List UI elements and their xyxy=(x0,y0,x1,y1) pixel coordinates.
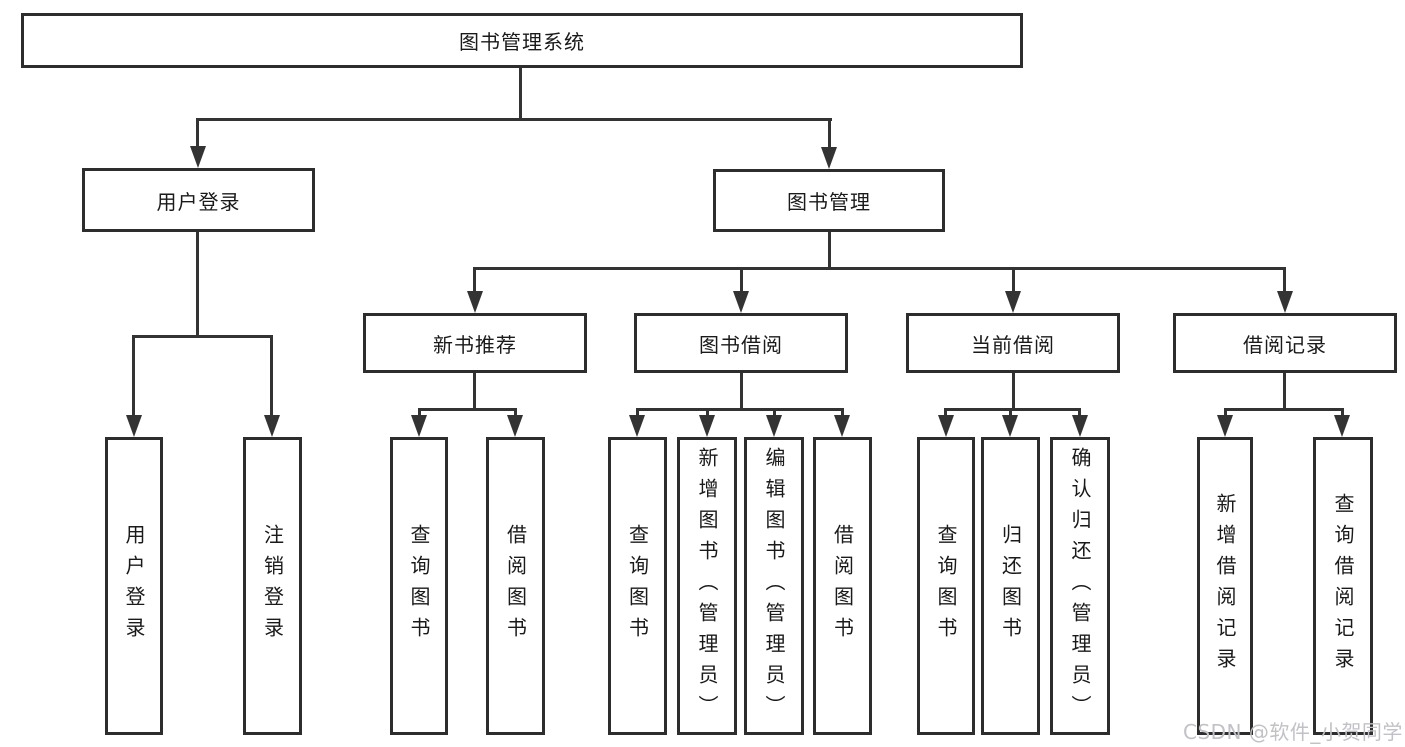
connector-line xyxy=(473,373,476,411)
connector-line xyxy=(1341,408,1344,417)
connector-line xyxy=(514,408,517,417)
connector-line xyxy=(196,118,199,148)
connector-line xyxy=(418,408,517,411)
connector-line xyxy=(706,408,709,417)
leaf-query-borrow-record: 查询借阅记录 xyxy=(1313,437,1373,735)
arrow-down-icon xyxy=(629,415,645,437)
connector-line xyxy=(473,267,1286,270)
leaf-label: 查询图书 xyxy=(407,524,431,648)
arrow-down-icon xyxy=(411,415,427,437)
connector-line xyxy=(196,232,199,338)
connector-line xyxy=(418,408,421,417)
leaf-edit-books-admin: 编辑图书（管理员） xyxy=(744,437,804,735)
csdn-watermark: CSDN @软件_小贺同学 xyxy=(1183,720,1403,744)
arrow-down-icon xyxy=(766,415,782,437)
connector-line xyxy=(132,335,135,417)
arrow-down-icon xyxy=(1334,415,1350,437)
leaf-label: 注销登录 xyxy=(260,524,285,648)
leaf-borrow-books: 借阅图书 xyxy=(486,437,545,735)
arrow-down-icon xyxy=(467,291,483,313)
arrow-down-icon xyxy=(1002,415,1018,437)
leaf-label: 借阅图书 xyxy=(830,524,855,648)
connector-line xyxy=(519,67,522,118)
node-book-borrow: 图书借阅 xyxy=(634,313,848,373)
connector-line xyxy=(270,335,273,417)
connector-line xyxy=(841,408,844,417)
arrow-down-icon xyxy=(264,415,280,437)
leaf-label: 查询图书 xyxy=(625,524,650,648)
connector-line xyxy=(132,335,273,338)
connector-line xyxy=(1012,267,1015,293)
leaf-label: 查询借阅记录 xyxy=(1331,493,1355,679)
arrow-down-icon xyxy=(507,415,523,437)
arrow-down-icon xyxy=(1277,291,1293,313)
connector-line xyxy=(1078,408,1081,417)
connector-line xyxy=(944,408,1081,411)
leaf-query-books: 查询图书 xyxy=(608,437,667,735)
leaf-label: 用户登录 xyxy=(122,524,146,648)
arrow-down-icon xyxy=(733,291,749,313)
leaf-add-books-admin: 新增图书（管理员） xyxy=(677,437,737,735)
arrow-down-icon xyxy=(190,146,206,168)
connector-line xyxy=(1283,373,1286,411)
connector-line xyxy=(636,408,639,417)
arrow-down-icon xyxy=(699,415,715,437)
connector-line xyxy=(636,408,843,411)
connector-line xyxy=(1012,373,1015,411)
leaf-label: 新增图书（管理员） xyxy=(695,446,719,726)
connector-line xyxy=(740,373,743,411)
node-root: 图书管理系统 xyxy=(21,13,1023,68)
leaf-query-books: 查询图书 xyxy=(917,437,975,735)
connector-line xyxy=(1224,408,1343,411)
connector-line xyxy=(828,118,831,149)
leaf-label: 归还图书 xyxy=(998,524,1023,648)
connector-line xyxy=(1224,408,1227,417)
leaf-borrow-books: 借阅图书 xyxy=(813,437,872,735)
leaf-return-books: 归还图书 xyxy=(981,437,1040,735)
arrow-down-icon xyxy=(821,147,837,169)
connector-line xyxy=(196,118,832,121)
leaf-logout: 注销登录 xyxy=(243,437,302,735)
node-current-borrow: 当前借阅 xyxy=(906,313,1120,373)
connector-line xyxy=(828,232,831,270)
leaf-add-borrow-record: 新增借阅记录 xyxy=(1197,437,1253,735)
arrow-down-icon xyxy=(1217,415,1233,437)
connector-line xyxy=(1009,408,1012,417)
leaf-confirm-return-admin: 确认归还（管理员） xyxy=(1050,437,1110,735)
leaf-label: 新增借阅记录 xyxy=(1213,493,1237,679)
node-user-login: 用户登录 xyxy=(82,168,315,232)
node-book-management: 图书管理 xyxy=(713,169,945,232)
leaf-query-books: 查询图书 xyxy=(390,437,448,735)
arrow-down-icon xyxy=(126,415,142,437)
arrow-down-icon xyxy=(1005,291,1021,313)
connector-line xyxy=(944,408,947,417)
connector-line xyxy=(740,267,743,293)
connector-line xyxy=(773,408,776,417)
leaf-user-login: 用户登录 xyxy=(105,437,163,735)
leaf-label: 借阅图书 xyxy=(503,524,528,648)
leaf-label: 确认归还（管理员） xyxy=(1068,446,1092,726)
node-new-book-recommend: 新书推荐 xyxy=(363,313,587,373)
connector-line xyxy=(1283,267,1286,293)
arrow-down-icon xyxy=(834,415,850,437)
connector-line xyxy=(473,267,476,293)
arrow-down-icon xyxy=(938,415,954,437)
leaf-label: 查询图书 xyxy=(934,524,958,648)
arrow-down-icon xyxy=(1072,415,1088,437)
leaf-label: 编辑图书（管理员） xyxy=(762,446,786,726)
node-borrow-records: 借阅记录 xyxy=(1173,313,1397,373)
